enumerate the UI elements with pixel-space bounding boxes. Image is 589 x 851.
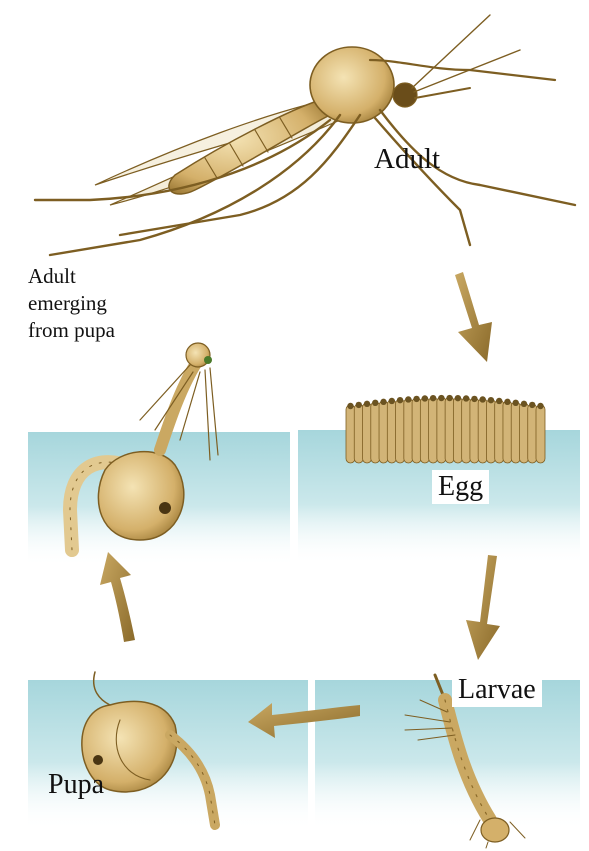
egg [363, 403, 372, 463]
egg-tip [496, 398, 502, 404]
egg-tip [356, 402, 362, 408]
egg-tip [380, 399, 386, 405]
egg-tip [504, 399, 510, 405]
egg [503, 401, 512, 463]
egg-tip [438, 395, 444, 401]
egg [511, 402, 520, 463]
egg [437, 397, 446, 463]
egg [486, 399, 495, 463]
egg-tip [521, 401, 527, 407]
label-egg: Egg [432, 470, 489, 504]
egg [519, 403, 528, 463]
egg [387, 400, 396, 463]
egg-tip [397, 397, 403, 403]
egg-tip [372, 400, 378, 406]
egg-tip [455, 395, 461, 401]
egg-tip [347, 403, 353, 409]
egg [354, 404, 363, 463]
label-larvae: Larvae [452, 673, 542, 707]
egg-tip [446, 395, 452, 401]
egg-tip [488, 397, 494, 403]
egg [379, 401, 388, 463]
egg-tip [479, 396, 485, 402]
egg-tip [537, 403, 543, 409]
egg [371, 402, 380, 463]
egg-tip [422, 395, 428, 401]
egg-tip [430, 395, 436, 401]
egg-tip [529, 402, 535, 408]
egg [420, 397, 429, 463]
egg-raft-illustration [346, 395, 545, 463]
egg-tip [389, 398, 395, 404]
egg [445, 397, 454, 463]
egg [462, 397, 471, 463]
adult-mosquito-illustration [35, 15, 575, 255]
egg-tip [513, 400, 519, 406]
egg [404, 398, 413, 463]
egg-tip [463, 395, 469, 401]
label-adult: Adult [368, 142, 446, 177]
egg [429, 397, 438, 463]
egg-tip [364, 401, 370, 407]
egg [396, 399, 405, 463]
label-pupa: Pupa [42, 768, 110, 802]
egg [478, 398, 487, 463]
arrow-egg-to-larvae [466, 555, 500, 660]
egg [528, 404, 537, 463]
egg [470, 398, 479, 463]
egg-tip [405, 396, 411, 402]
egg-tip [413, 396, 419, 402]
egg [453, 397, 462, 463]
egg [412, 398, 421, 463]
arrow-adult-to-egg [455, 272, 492, 362]
egg-tip [471, 396, 477, 402]
egg [536, 405, 545, 463]
egg [346, 405, 355, 463]
egg [495, 400, 504, 463]
label-adult-emerging: Adult emerging from pupa [28, 263, 148, 344]
